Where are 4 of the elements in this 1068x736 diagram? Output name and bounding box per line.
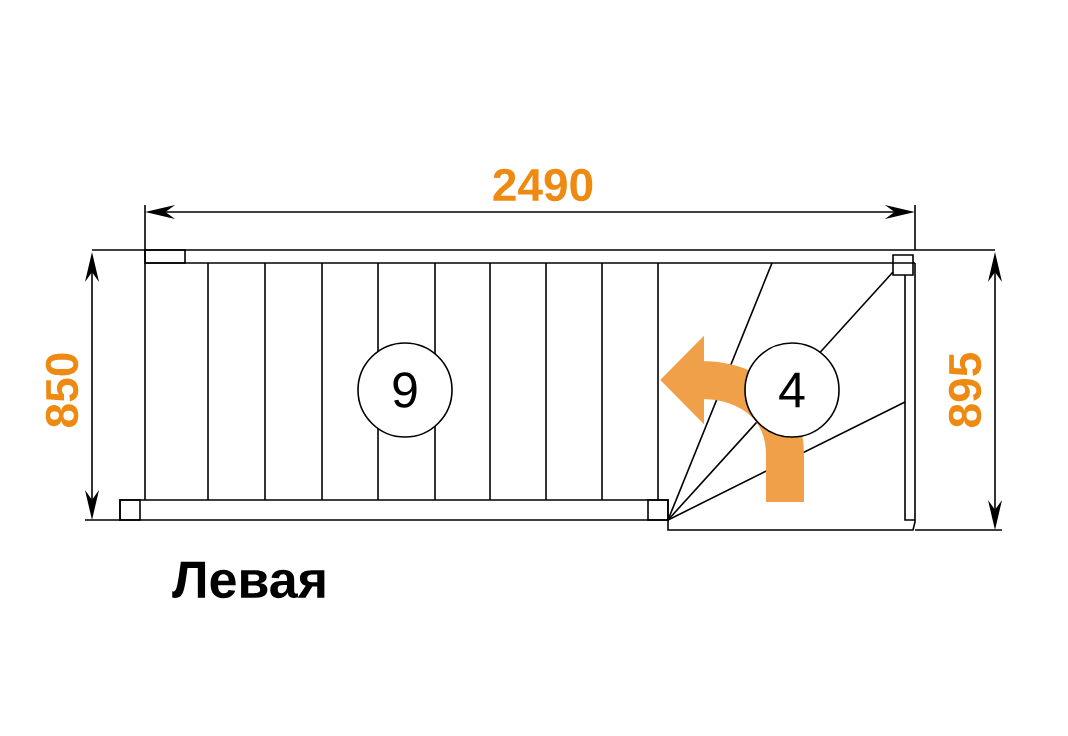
- dimension-label: 895: [948, 352, 982, 427]
- dimension-label: 850: [45, 353, 79, 427]
- dimension-label: 2490: [493, 168, 593, 202]
- caption-text: Левая: [172, 561, 325, 599]
